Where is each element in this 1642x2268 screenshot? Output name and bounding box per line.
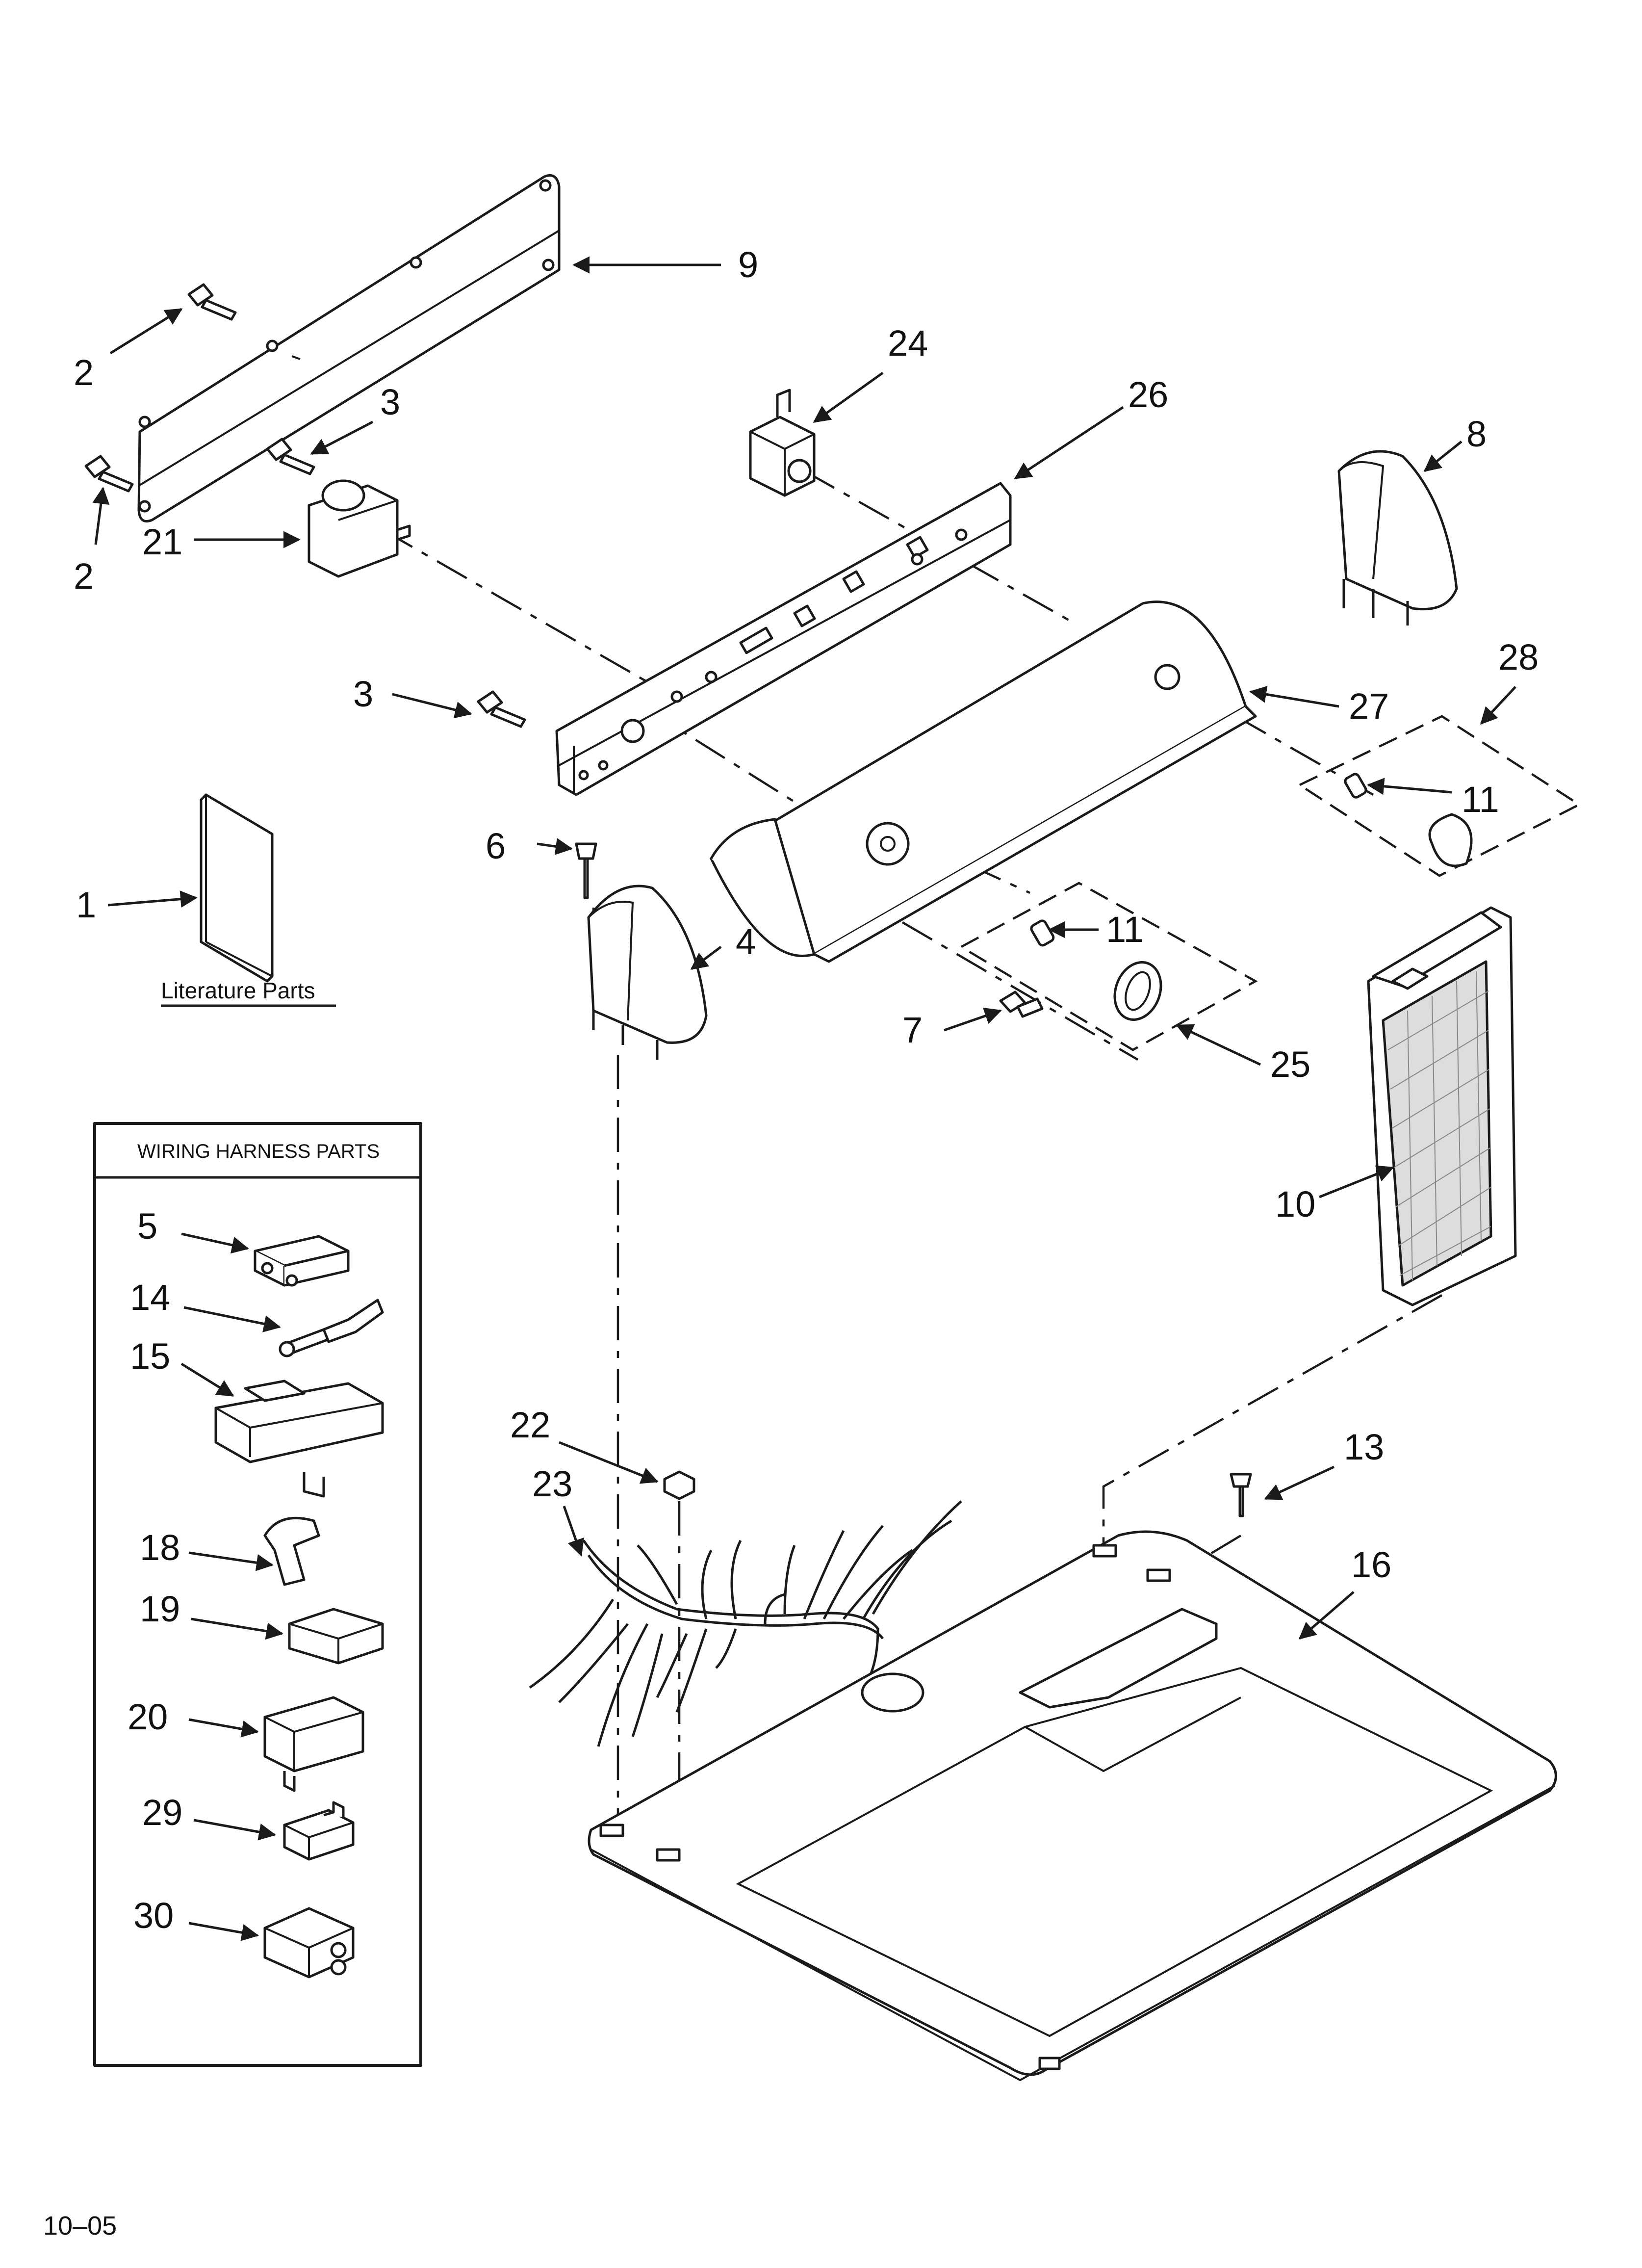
callout-20: 20: [128, 1696, 168, 1737]
end-cap-left-part-4: [587, 885, 708, 1060]
connector-part-20: [263, 1696, 364, 1792]
screw-icon: [266, 438, 315, 475]
callout-26: 26: [1128, 374, 1168, 415]
connector-part-29: [283, 1801, 355, 1861]
connector-part-5: [254, 1235, 350, 1287]
callout-2: 2: [74, 352, 94, 393]
callout-5: 5: [137, 1206, 157, 1247]
clip-part-22: [663, 1470, 695, 1500]
callout-1: 1: [76, 885, 96, 925]
callout-25: 25: [1270, 1044, 1310, 1085]
callout-3: 3: [380, 382, 400, 422]
leader-lines: [92, 256, 1516, 1941]
literature-parts-label: Literature Parts: [161, 978, 315, 1003]
literature-part-1: [200, 793, 274, 983]
clip-part-18: [263, 1516, 320, 1586]
callout-18: 18: [140, 1527, 180, 1568]
knob-group-part-28: [1297, 715, 1582, 877]
callout-22: 22: [510, 1405, 550, 1445]
callout-19: 19: [140, 1589, 180, 1629]
console-bracket-part-26: [555, 482, 1012, 796]
revision-code: 10–05: [43, 2211, 117, 2241]
screw-icon: [187, 283, 237, 321]
callout-16: 16: [1351, 1544, 1391, 1585]
screw-icon: [84, 455, 134, 493]
connector-part-30: [263, 1907, 355, 1979]
terminal-part-14: [279, 1299, 384, 1357]
callout-3: 3: [353, 674, 373, 714]
callout-4: 4: [736, 921, 756, 962]
callout-labels: 9 2 2 3 21 3 24 26 8 28 27 11 6 1 4 11 7…: [74, 244, 1539, 1936]
callout-24: 24: [888, 323, 928, 364]
wiring-harness-box: [93, 1122, 422, 2067]
knob-group-part-25: [959, 882, 1258, 1051]
screw-icon: [575, 842, 597, 899]
callout-8: 8: [1466, 414, 1487, 454]
callout-14: 14: [130, 1277, 170, 1318]
end-cap-right-part-8: [1337, 450, 1458, 626]
screw-icon: [999, 991, 1044, 1018]
callout-28: 28: [1498, 637, 1539, 678]
back-panel-part-9: [137, 174, 561, 522]
callout-13: 13: [1344, 1427, 1384, 1467]
callout-2: 2: [74, 556, 94, 597]
lint-screen-part-10: [1367, 906, 1517, 1306]
switch-part-24: [749, 389, 816, 497]
callout-27: 27: [1349, 686, 1389, 727]
callout-23: 23: [532, 1463, 572, 1504]
callout-21: 21: [142, 521, 182, 562]
top-panel-part-16: [588, 1530, 1557, 2082]
callout-11: 11: [1106, 909, 1144, 950]
console-panel-part-27: [710, 600, 1257, 963]
wiring-harness-box-title: WIRING HARNESS PARTS: [137, 1141, 380, 1162]
connector-part-19: [288, 1608, 384, 1665]
screw-icon: [1230, 1473, 1252, 1517]
callout-29: 29: [142, 1792, 182, 1833]
wire-harness-part-23: [529, 1500, 962, 1747]
callout-30: 30: [133, 1895, 174, 1936]
callout-10: 10: [1275, 1184, 1315, 1225]
callout-11: 11: [1462, 779, 1499, 820]
callout-6: 6: [486, 826, 506, 866]
callout-15: 15: [130, 1336, 170, 1377]
timer-switch-part-21: [308, 479, 411, 578]
callout-9: 9: [738, 244, 758, 285]
screw-icon: [477, 690, 526, 728]
connector-block-part-15: [214, 1380, 384, 1498]
callout-7: 7: [902, 1010, 923, 1050]
